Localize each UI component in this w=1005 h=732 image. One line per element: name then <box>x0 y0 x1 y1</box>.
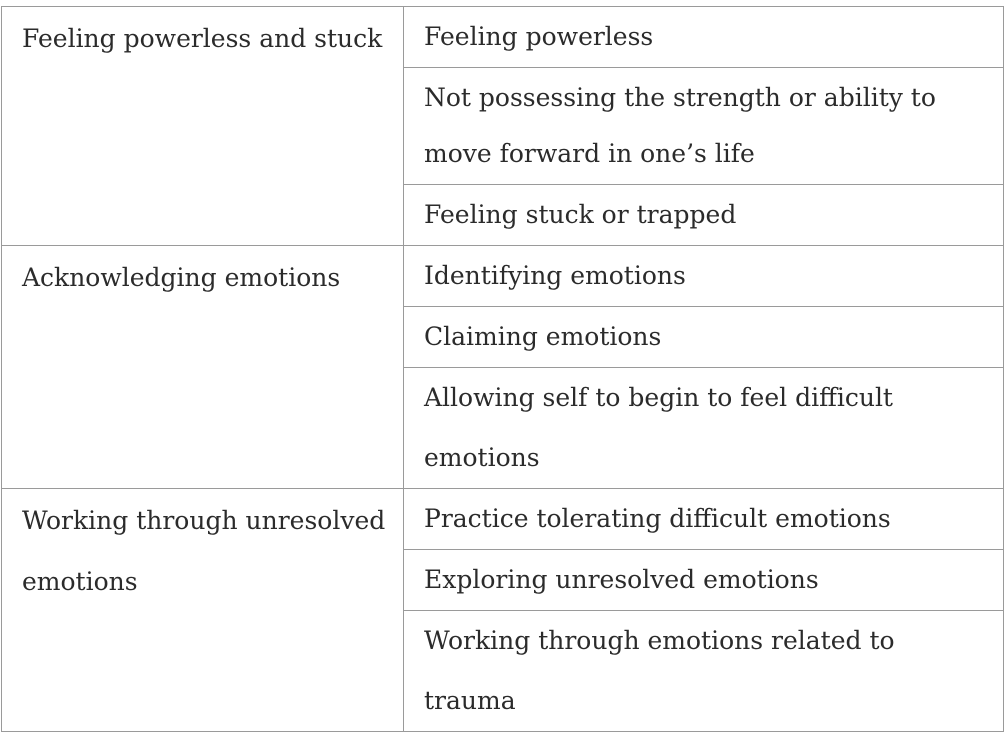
subtheme-cell: Allowing self to begin to feel difficult… <box>403 367 1004 489</box>
themes-table-container: Feeling powerless and stuck Feeling powe… <box>1 6 1004 732</box>
table-row: Acknowledging emotions Identifying emoti… <box>1 245 1004 489</box>
subtheme-cell: Practice tolerating difficult emotions <box>403 488 1004 550</box>
table-row: Not possessing the strength or ability t… <box>2 67 1004 185</box>
subtheme-cell: Exploring unresolved emotions <box>403 549 1004 611</box>
subtheme-cell: Working through emotions related to trau… <box>403 610 1004 732</box>
themes-table: Feeling powerless and stuck Feeling powe… <box>1 6 1004 732</box>
theme-cell: Acknowledging emotions <box>1 245 404 489</box>
table-row: Allowing self to begin to feel difficult… <box>2 367 1004 489</box>
theme-cell: Feeling powerless and stuck <box>1 6 404 246</box>
theme-cell: Working through unresolved emotions <box>1 488 404 732</box>
subtheme-cell: Feeling stuck or trapped <box>403 184 1004 246</box>
table-row: Claiming emotions <box>2 306 1004 368</box>
subtheme-cell: Feeling powerless <box>403 6 1004 68</box>
table-row: Exploring unresolved emotions <box>2 549 1004 611</box>
subtheme-cell: Not possessing the strength or ability t… <box>403 67 1004 185</box>
table-row: Feeling powerless and stuck Feeling powe… <box>1 6 1004 246</box>
subtheme-cell: Claiming emotions <box>403 306 1004 368</box>
table-row: Working through unresolved emotions Prac… <box>1 488 1004 732</box>
subtheme-cell: Identifying emotions <box>403 245 1004 307</box>
